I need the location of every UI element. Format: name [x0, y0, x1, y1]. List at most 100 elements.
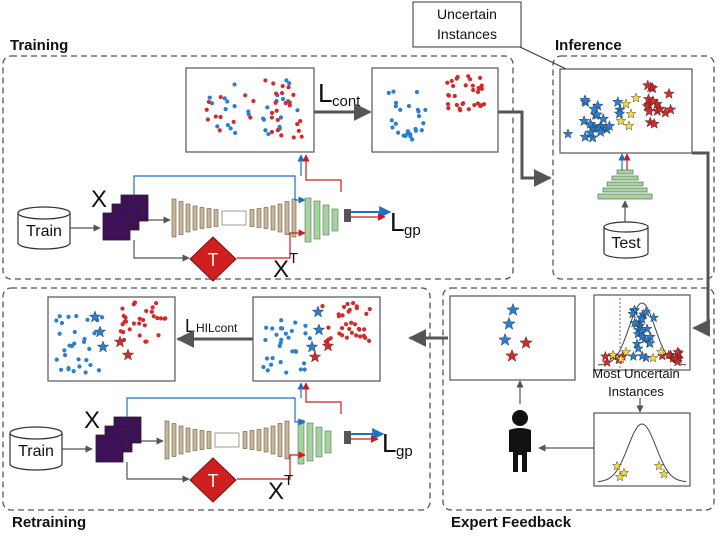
blue-star: [636, 331, 648, 342]
retraining-input-scatter: [261, 301, 372, 375]
training-separated-scatter: [386, 74, 487, 142]
most-uncertain-line2: Instances: [608, 384, 664, 399]
blue-point: [228, 126, 233, 131]
red-point: [150, 305, 155, 310]
blue-star: [311, 305, 325, 318]
blue-point: [263, 337, 268, 343]
red-point: [273, 100, 278, 105]
retraining-xt-label: X: [268, 478, 284, 505]
red-point: [475, 89, 481, 95]
loss-cont-subscript: cont: [332, 93, 361, 110]
red-point: [140, 317, 146, 323]
red-star: [672, 356, 683, 367]
feedback-selection-chart: [597, 423, 687, 483]
blue-point: [57, 331, 62, 336]
red-point: [149, 309, 154, 314]
retraining-blue-skip-path: [126, 397, 306, 426]
red-point: [206, 99, 211, 104]
blue-point: [207, 95, 212, 100]
red-point: [144, 339, 149, 344]
blue-point: [263, 128, 268, 133]
uncertain-star: [658, 468, 670, 479]
red-star: [321, 339, 335, 352]
retraining-t-to-decoder-red: [237, 451, 306, 480]
red-point: [142, 323, 147, 328]
blue-point: [413, 128, 419, 133]
uncertain-star: [607, 349, 619, 360]
decoder-layer: [256, 208, 262, 228]
blue-point: [71, 369, 76, 374]
red-point: [269, 115, 275, 120]
blue-point: [287, 81, 292, 86]
red-point: [154, 301, 159, 306]
blue-point: [298, 367, 303, 372]
blue-star: [641, 323, 653, 334]
red-point: [155, 316, 160, 321]
blue-point: [246, 109, 251, 114]
retraining-input-cubes: [95, 416, 142, 463]
blue-star: [88, 310, 102, 323]
training-blue-skip-path: [133, 175, 306, 204]
decoder-layer: [277, 423, 283, 457]
blue-point: [232, 103, 237, 109]
red-point: [446, 93, 452, 98]
uncertain-star: [630, 92, 642, 103]
red-point: [218, 94, 223, 100]
red-point: [479, 86, 485, 91]
red-point: [454, 102, 459, 108]
retraining-title: Retraining: [12, 514, 86, 531]
red-point: [463, 83, 468, 88]
blue-point: [54, 318, 59, 323]
blue-star: [594, 126, 607, 137]
encoder-layer: [192, 429, 198, 451]
blue-point: [289, 328, 294, 334]
red-point: [339, 333, 345, 338]
retraining-autoencoder: [164, 419, 332, 465]
blue-point: [274, 332, 279, 337]
decoder-layer: [249, 209, 255, 227]
blue-point: [77, 364, 82, 369]
training-x-label: X: [91, 186, 107, 213]
training-autoencoder: [171, 197, 339, 243]
red-point: [362, 327, 367, 332]
red-point: [286, 85, 291, 90]
loss-hil-subscript: HILcont: [196, 321, 238, 335]
uncertain-star: [620, 98, 632, 109]
blue-point: [59, 320, 65, 326]
retraining-t-node: [189, 457, 237, 503]
uncertain-star: [625, 108, 637, 119]
red-point: [131, 321, 137, 326]
bottleneck: [221, 210, 247, 226]
decoder-layer: [277, 203, 283, 233]
blue-point: [396, 130, 401, 135]
blue-point: [268, 362, 274, 367]
uncertain-instances-callout: [412, 1, 522, 48]
red-point: [358, 334, 363, 339]
red-point: [350, 301, 356, 306]
blue-point: [416, 109, 421, 114]
uncertain-star: [623, 120, 635, 131]
blue-point: [280, 326, 285, 331]
encoder-layer: [171, 198, 177, 238]
blue-point: [279, 337, 284, 342]
red-point: [326, 325, 331, 330]
blue-point: [386, 90, 391, 96]
red-point: [470, 83, 475, 88]
red-point: [243, 93, 248, 98]
encoder-layer: [171, 423, 177, 457]
decoder-layer: [263, 427, 269, 453]
red-point: [471, 87, 476, 93]
red-point: [163, 316, 168, 321]
red-star: [672, 346, 683, 357]
blue-point: [215, 124, 220, 129]
uncertain-star: [615, 353, 627, 364]
training-output-block: [344, 209, 351, 222]
red-point: [269, 129, 275, 135]
red-point: [144, 308, 149, 314]
encoder-layer: [185, 427, 191, 453]
red-point: [446, 106, 451, 111]
blue-star: [612, 96, 624, 108]
encoder-layer: [192, 205, 198, 231]
blue-star: [584, 117, 597, 129]
